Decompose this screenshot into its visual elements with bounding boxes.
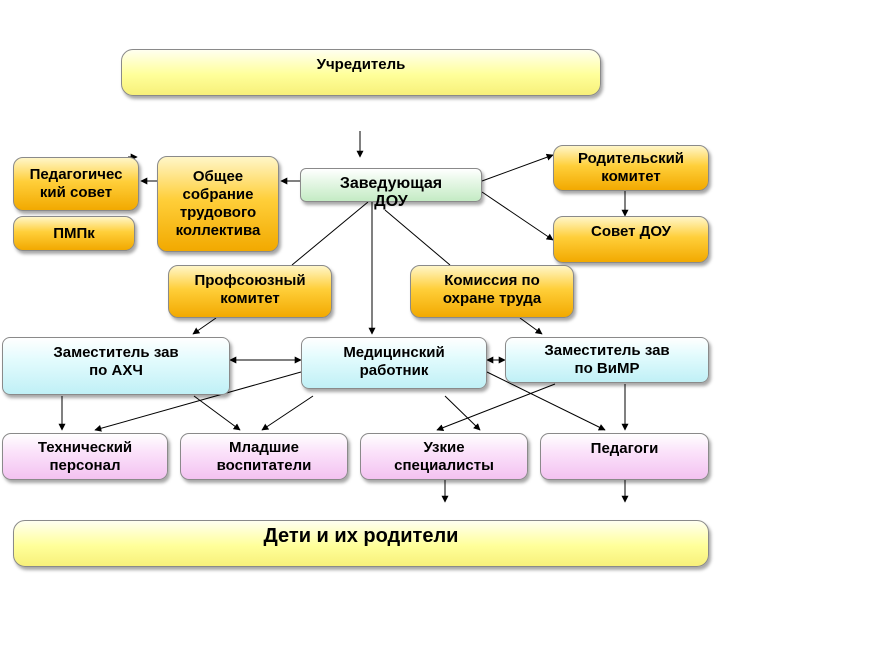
teachers-label: Педагоги (590, 440, 659, 457)
junior-teachers-box: Младшие воспитатели (180, 433, 348, 480)
founder-box: Учредитель (121, 49, 601, 96)
trade-union-label: Профсоюзный комитет (194, 272, 306, 307)
parent-committee-label: Родительский комитет (577, 150, 685, 185)
deputy-ahch-box: Заместитель зав по АХЧ (2, 337, 230, 395)
connector-medical-to-techstaff (94, 371, 302, 432)
children-parents-label: Дети и их родители (263, 525, 459, 547)
connector-head-to-laborcommission (384, 209, 451, 266)
tech-staff-label: Технический персонал (37, 438, 133, 474)
medical-label: Медицинский работник (343, 344, 445, 379)
connector-laborcommission-to-deputyvimr (519, 317, 543, 335)
connector-medical-to-junior (261, 395, 314, 431)
specialists-box: Узкие специалисты (360, 433, 528, 480)
dou-council-box: Совет ДОУ (553, 216, 709, 263)
general-meeting-label: Общее собрание трудового коллектива (175, 168, 261, 239)
deputy-ahch-label: Заместитель зав по АХЧ (53, 344, 179, 379)
ped-council-label: Педагогический совет (29, 166, 123, 201)
general-meeting-box: Общее собрание трудового коллектива (157, 156, 279, 252)
specialists-label: Узкие специалисты (394, 438, 494, 474)
pmpk-label: ПМПк (53, 224, 95, 242)
head-box: Заведующая ДОУ (300, 168, 482, 210)
dou-council-label: Совет ДОУ (591, 223, 671, 240)
junior-teachers-label: Младшие воспитатели (216, 438, 312, 474)
teachers-box: Педагоги (540, 433, 709, 480)
ped-council-box: Педагогический совет (13, 157, 139, 211)
connector-medical-to-teachers (486, 371, 606, 431)
labor-commission-label: Комиссия по охране труда (442, 272, 542, 307)
connector-head-to-tradeunion (291, 201, 369, 266)
tech-staff-box: Технический персонал (2, 433, 168, 480)
connector-deputyvimr-to-specialists (436, 383, 556, 431)
connector-tradeunion-to-deputyahch (192, 317, 217, 335)
trade-union-box: Профсоюзный комитет (168, 265, 332, 318)
labor-commission-box: Комиссия по охране труда (410, 265, 574, 318)
connector-deputyahch-to-junior (193, 395, 241, 431)
children-parents-box: Дети и их родители (13, 520, 709, 567)
pmpk-box: ПМПк (13, 216, 135, 251)
deputy-vimr-box: Заместитель зав по ВиМР (505, 337, 709, 383)
head-label: Заведующая ДОУ (339, 175, 443, 210)
founder-label: Учредитель (316, 56, 406, 73)
connector-medical-to-specialists (444, 395, 481, 431)
medical-box: Медицинский работник (301, 337, 487, 389)
parent-committee-box: Родительский комитет (553, 145, 709, 191)
deputy-vimr-label: Заместитель зав по ВиМР (544, 342, 670, 377)
connector-head-to-douncouncil (481, 191, 554, 241)
connector-head-to-parentcommittee (481, 153, 554, 182)
